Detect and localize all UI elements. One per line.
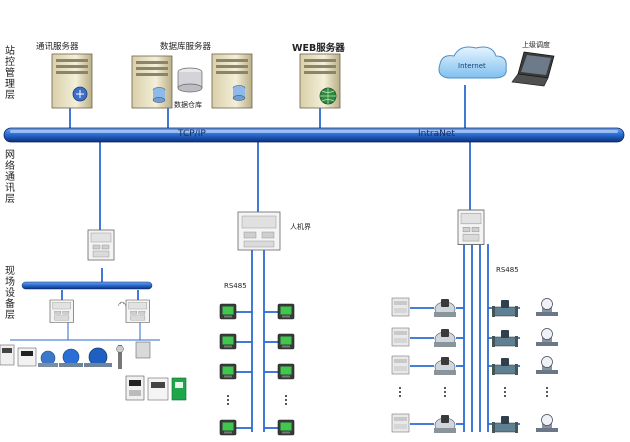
main-network-bus bbox=[3, 127, 625, 143]
web-server-label: WEB服务器 bbox=[292, 43, 345, 54]
ellipsis-dots-right bbox=[399, 387, 548, 397]
flowmeter-column bbox=[433, 298, 457, 434]
rs485-meter-column-left bbox=[219, 303, 237, 436]
comm-server-label: 通讯服务器 bbox=[36, 42, 79, 52]
gas-meter-icon bbox=[171, 377, 187, 401]
db-server-1-icon bbox=[131, 55, 173, 109]
water-meter-3-icon bbox=[84, 347, 112, 367]
breaker-column bbox=[391, 297, 410, 433]
bus-label-tcpip: TCP/IP bbox=[178, 129, 206, 139]
field-cabinet-2-icon bbox=[125, 299, 150, 323]
connection-lines bbox=[10, 85, 520, 432]
remote-dispatch-label: 上级调度 bbox=[522, 41, 550, 49]
meter-panel-icon bbox=[125, 375, 145, 401]
control-box-icon bbox=[135, 341, 151, 359]
internet-cloud-icon bbox=[438, 46, 507, 79]
electric-meter-1-icon bbox=[0, 344, 15, 366]
db-server-2-icon bbox=[211, 53, 253, 109]
db-storage-label: 数据仓库 bbox=[174, 101, 202, 109]
internet-label: Internet bbox=[458, 62, 486, 70]
rs485-meter-column-right bbox=[277, 303, 295, 436]
ellipsis-dots-middle bbox=[227, 395, 287, 405]
laptop-icon bbox=[511, 51, 555, 87]
bus-label-intranet: IntraNet bbox=[418, 129, 455, 139]
web-server-icon bbox=[299, 53, 341, 109]
gateway-cabinet-right-icon bbox=[457, 209, 485, 245]
water-meter-1-icon bbox=[38, 350, 58, 367]
sensor-probe-icon bbox=[116, 345, 124, 369]
layer-label-network: 网络通讯层 bbox=[5, 150, 15, 205]
gateway-cabinet-left-icon bbox=[87, 229, 115, 261]
layer-label-station: 站控管理层 bbox=[5, 46, 15, 101]
hmi-cabinet-icon bbox=[237, 211, 281, 251]
db-server-label: 数据库服务器 bbox=[160, 42, 212, 52]
pressure-gauge-column bbox=[535, 298, 559, 433]
electric-meter-2-icon bbox=[17, 347, 37, 367]
turbine-meter-column bbox=[491, 299, 519, 434]
field-sub-bus bbox=[21, 281, 153, 290]
water-meter-2-icon bbox=[59, 348, 83, 367]
rs485-label-right: RS485 bbox=[496, 266, 519, 274]
comm-server-icon bbox=[51, 53, 93, 109]
energy-meter-icon bbox=[147, 377, 169, 401]
wireless-icon bbox=[117, 301, 127, 307]
layer-label-field: 现场设备层 bbox=[5, 266, 15, 321]
hmi-label: 人机界 bbox=[290, 223, 311, 231]
rs485-label-left: RS485 bbox=[224, 282, 247, 290]
field-cabinet-1-icon bbox=[49, 299, 74, 323]
db-storage-icon bbox=[177, 67, 203, 93]
